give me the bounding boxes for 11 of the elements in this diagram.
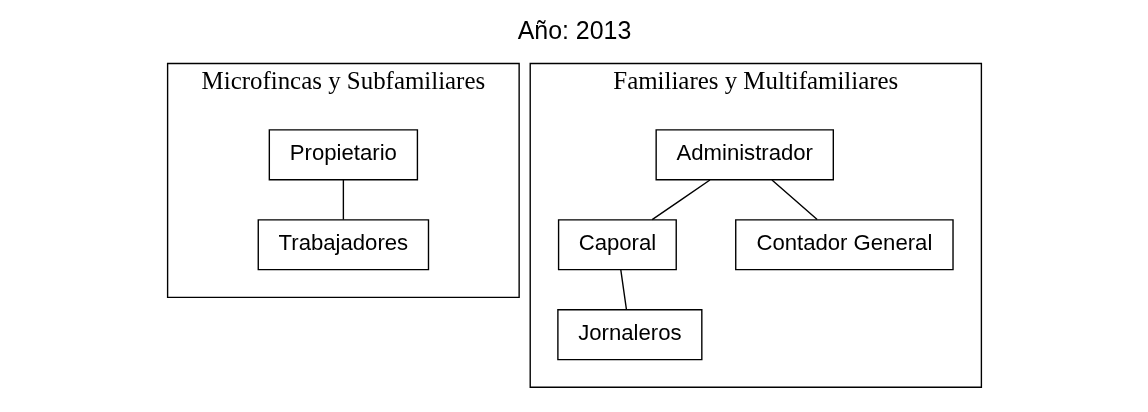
node-box: Contador General [734, 219, 954, 271]
connector [619, 269, 627, 311]
node-box: Administrador [654, 129, 834, 181]
node-box: Caporal [557, 219, 677, 271]
connector [770, 179, 818, 221]
node-box: Jornaleros [556, 309, 703, 361]
connector [342, 179, 344, 221]
connector [650, 179, 711, 221]
diagram-title: Año: 2013 [517, 16, 631, 45]
node-box: Propietario [268, 129, 418, 181]
node-box: Trabajadores [257, 219, 429, 271]
